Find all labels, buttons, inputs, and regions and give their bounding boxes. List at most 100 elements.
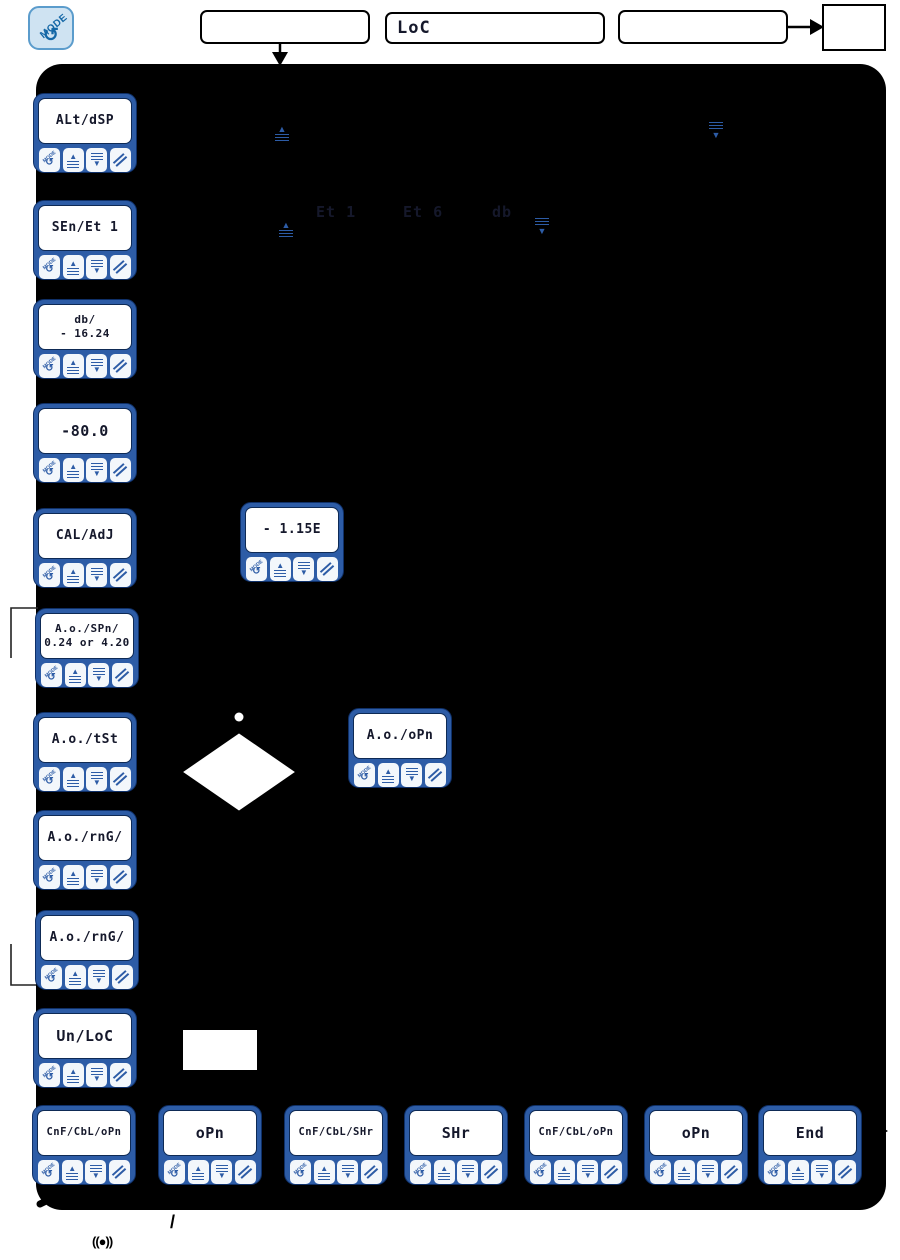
down-button: ▼ bbox=[86, 255, 108, 279]
enter-icon bbox=[115, 668, 130, 682]
mode-button: MODE ↺ bbox=[41, 965, 62, 989]
down-arrow-glyph: ▼ bbox=[463, 1170, 472, 1180]
mode-button: MODE ↺ bbox=[764, 1160, 785, 1184]
down-arrow-glyph: ▼ bbox=[94, 975, 103, 985]
down-button: ▼ bbox=[86, 767, 108, 791]
menu-box-1 bbox=[200, 10, 370, 44]
enter-icon bbox=[484, 1165, 499, 1179]
mode-button-arrow: ↺ bbox=[45, 1071, 54, 1083]
enter-button bbox=[109, 255, 131, 279]
up-button-caption bbox=[192, 1172, 205, 1180]
device-cnf-cbl-shr: CnF/CbL/SHr MODE ↺ ▲ ▼ bbox=[284, 1105, 388, 1185]
menu-item-et6: Et 6 bbox=[403, 203, 444, 221]
mode-button-arrow: ↺ bbox=[47, 671, 56, 683]
keypad: MODE ↺ ▲ ▼ bbox=[763, 1160, 857, 1184]
mode-button-arrow: ↺ bbox=[45, 263, 54, 275]
mode-button: MODE ↺ bbox=[164, 1160, 185, 1184]
hint-caption bbox=[709, 122, 723, 130]
menu-item-db: db bbox=[492, 203, 513, 221]
up-button: ▲ bbox=[433, 1160, 455, 1184]
enter-button bbox=[109, 148, 131, 172]
down-button-caption bbox=[90, 771, 103, 779]
enter-icon bbox=[320, 562, 335, 576]
menu-box-loc: LoC bbox=[385, 12, 605, 44]
down-button-caption bbox=[90, 462, 103, 470]
down-button: ▼ bbox=[86, 148, 108, 172]
mode-button: MODE ↺ bbox=[39, 148, 60, 172]
up-button: ▲ bbox=[377, 763, 399, 787]
mode-button: MODE ↺ bbox=[39, 767, 60, 791]
scroll-up-hint-icon: ▲ bbox=[276, 221, 296, 238]
enter-button bbox=[600, 1160, 622, 1184]
up-arrow-glyph: ▲ bbox=[680, 1163, 689, 1173]
hint-caption bbox=[535, 218, 549, 226]
enter-button bbox=[109, 354, 131, 378]
enter-button bbox=[111, 965, 133, 989]
mode-button-arrow: ↺ bbox=[45, 873, 54, 885]
down-button: ▼ bbox=[85, 1160, 107, 1184]
up-arrow-glyph: ▲ bbox=[69, 1066, 78, 1076]
display-line1: A.o./SPn/ bbox=[54, 622, 120, 636]
mode-button: MODE ↺ bbox=[530, 1160, 551, 1184]
keypad: MODE ↺ ▲ ▼ bbox=[163, 1160, 257, 1184]
device-cal-value: - 1.15E MODE ↺ ▲ ▼ bbox=[240, 502, 344, 582]
device-ao-tst: A.o./tSt MODE ↺ ▲ ▼ bbox=[33, 712, 137, 792]
menu-box-loc-label: LoC bbox=[397, 18, 431, 38]
down-arrow-glyph: ▼ bbox=[91, 1170, 100, 1180]
down-button: ▼ bbox=[293, 557, 315, 581]
device-display: A.o./tSt bbox=[38, 717, 132, 763]
up-button: ▲ bbox=[187, 1160, 209, 1184]
keypad: MODE ↺ ▲ ▼ bbox=[38, 865, 132, 889]
device-shr: ((●)) SHr MODE ↺ ▲ ▼ bbox=[404, 1089, 510, 1185]
device-display: db/ - 16.24 bbox=[38, 304, 132, 350]
enter-button bbox=[316, 557, 338, 581]
up-button-caption bbox=[274, 569, 287, 577]
keypad: MODE ↺ ▲ ▼ bbox=[40, 663, 134, 687]
enter-button bbox=[109, 865, 131, 889]
display-line1: oPn bbox=[681, 1123, 711, 1142]
up-button-caption bbox=[67, 267, 80, 275]
down-button-caption bbox=[90, 869, 103, 877]
display-line1: db/ bbox=[74, 313, 96, 327]
flow-boundary-border bbox=[36, 64, 886, 1210]
down-button: ▼ bbox=[697, 1160, 719, 1184]
mode-button: MODE ↺ bbox=[39, 563, 60, 587]
up-button: ▲ bbox=[62, 255, 84, 279]
enter-button bbox=[720, 1160, 742, 1184]
up-button-caption bbox=[69, 675, 82, 683]
enter-icon bbox=[113, 260, 128, 274]
up-arrow-glyph: ▲ bbox=[69, 566, 78, 576]
up-button-caption bbox=[558, 1172, 571, 1180]
up-button: ▲ bbox=[62, 767, 84, 791]
menu-item-et1: Et 1 bbox=[316, 203, 357, 221]
legend-blink-icon: ((●)) bbox=[92, 1234, 113, 1249]
keypad: MODE ↺ ▲ ▼ bbox=[38, 148, 132, 172]
device-display: -80.0 bbox=[38, 408, 132, 454]
enter-button bbox=[109, 767, 131, 791]
display-line1: CAL/AdJ bbox=[55, 527, 115, 543]
enter-button bbox=[360, 1160, 382, 1184]
up-button-caption bbox=[66, 1172, 79, 1180]
up-button-caption bbox=[438, 1172, 451, 1180]
display-line1: SHr bbox=[441, 1123, 471, 1142]
display-line1: A.o./rnG/ bbox=[49, 929, 125, 945]
device-display: A.o./rnG/ bbox=[40, 915, 134, 961]
down-button: ▼ bbox=[577, 1160, 599, 1184]
device-display: SEn/Et 1 bbox=[38, 205, 132, 251]
display-line1: CnF/CbL/SHr bbox=[298, 1126, 374, 1139]
down-button: ▼ bbox=[86, 354, 108, 378]
up-button-caption bbox=[67, 779, 80, 787]
down-button: ▼ bbox=[86, 563, 108, 587]
down-arrow-glyph: ▼ bbox=[817, 1170, 826, 1180]
down-arrow-glyph: ▼ bbox=[92, 364, 101, 374]
down-button-caption bbox=[297, 561, 310, 569]
up-arrow-glyph: ▲ bbox=[320, 1163, 329, 1173]
exit-box bbox=[822, 4, 886, 51]
hint-caption bbox=[275, 134, 289, 142]
device-ao-opn: ((●)) A.o./oPn MODE ↺ ▲ ▼ bbox=[348, 692, 454, 788]
device-alt-dsp: ALt/dSP MODE ↺ ▲ ▼ bbox=[33, 93, 137, 173]
enter-button bbox=[424, 763, 446, 787]
up-button: ▲ bbox=[553, 1160, 575, 1184]
up-button: ▲ bbox=[787, 1160, 809, 1184]
device-end: End MODE ↺ ▲ ▼ bbox=[758, 1105, 862, 1185]
